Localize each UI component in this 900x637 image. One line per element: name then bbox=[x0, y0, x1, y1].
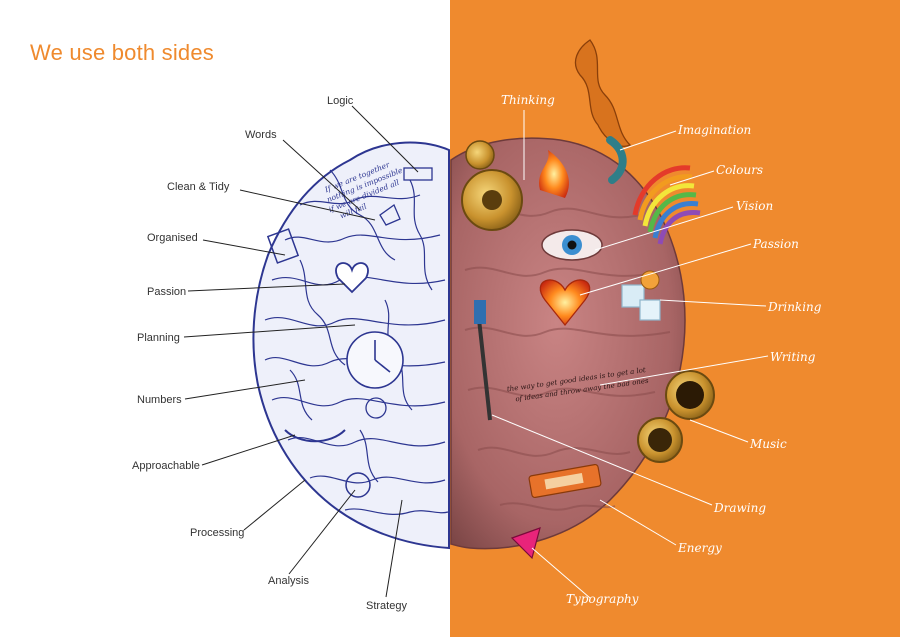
dragon-icon bbox=[574, 39, 632, 147]
label-planning: Planning bbox=[137, 332, 180, 344]
label-writing: Writing bbox=[770, 350, 816, 364]
fire-heart-icon bbox=[539, 279, 591, 327]
small-gear-icon bbox=[465, 140, 495, 170]
label-passion-left: Passion bbox=[147, 286, 186, 298]
label-music: Music bbox=[749, 437, 787, 451]
page-title: We use both sides bbox=[30, 40, 214, 65]
broom-icon bbox=[379, 204, 401, 226]
label-analysis: Analysis bbox=[268, 575, 309, 587]
heart-icon bbox=[335, 262, 369, 294]
label-logic: Logic bbox=[327, 95, 354, 107]
left-leader-lines bbox=[183, 105, 419, 598]
right-hemisphere-collage: the way to get good ideas is to get a lo… bbox=[450, 39, 715, 560]
right-labels: Thinking Imagination Colours Vision Pass… bbox=[501, 93, 822, 606]
left-labels: Logic Words Clean & Tidy Organised Passi… bbox=[132, 95, 407, 612]
label-drinking: Drinking bbox=[767, 300, 822, 314]
label-imagination: Imagination bbox=[677, 123, 751, 137]
label-clean-tidy: Clean & Tidy bbox=[167, 181, 230, 193]
stopwatch-icon bbox=[365, 397, 387, 419]
left-hemisphere-etched: If we are together nothing is impossible… bbox=[252, 141, 450, 550]
pen-icon bbox=[476, 309, 492, 421]
folder-icon bbox=[266, 228, 300, 264]
ice-cube-icon bbox=[621, 284, 645, 308]
label-typography: Typography bbox=[566, 592, 639, 606]
label-strategy: Strategy bbox=[366, 600, 407, 612]
label-numbers: Numbers bbox=[137, 394, 182, 406]
label-organised: Organised bbox=[147, 232, 198, 244]
label-approachable: Approachable bbox=[132, 460, 200, 472]
right-leader-lines bbox=[491, 110, 769, 599]
label-drawing: Drawing bbox=[713, 501, 766, 515]
label-vision: Vision bbox=[736, 199, 773, 213]
logic-gadget-icon bbox=[403, 167, 433, 181]
label-processing: Processing bbox=[190, 527, 244, 539]
magnifier-icon bbox=[345, 472, 371, 498]
rainbow-icon bbox=[632, 165, 701, 245]
label-words: Words bbox=[245, 129, 277, 141]
typography-letter-icon bbox=[510, 527, 541, 560]
smile-icon bbox=[284, 429, 346, 443]
label-colours: Colours bbox=[716, 163, 763, 177]
label-energy: Energy bbox=[677, 541, 722, 555]
label-thinking: Thinking bbox=[501, 93, 555, 107]
label-passion-right: Passion bbox=[752, 237, 799, 251]
flame-icon bbox=[539, 150, 569, 198]
